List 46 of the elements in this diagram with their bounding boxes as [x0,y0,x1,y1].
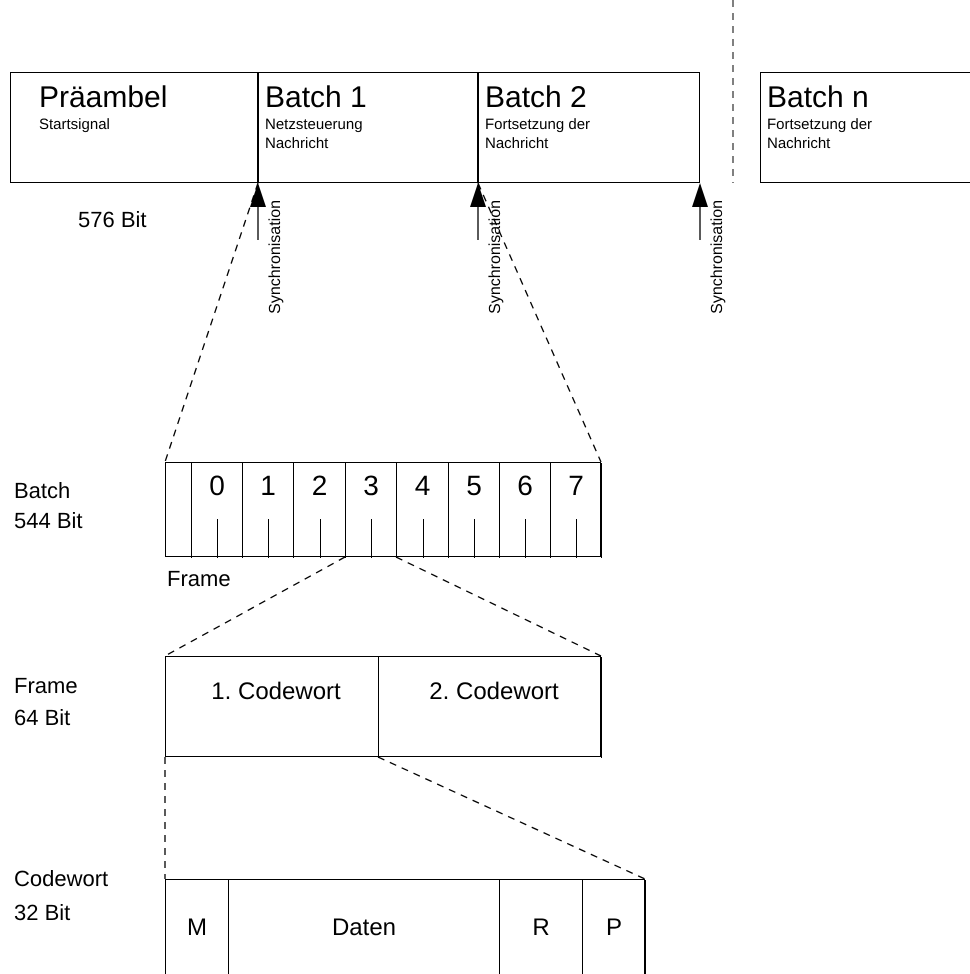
dashed-line [378,756,646,880]
segment-title: Batch 2 [485,81,588,115]
codeword-label: 1. Codewort [210,677,342,707]
text-label: Codewort 32 Bit [14,865,110,927]
field-label: Daten [330,913,398,943]
frame-number: 0 [208,469,226,503]
frame-number: 5 [465,469,483,503]
field-label: R [531,913,551,943]
segment-title: Präambel [39,81,168,115]
frame-number: 3 [362,469,380,503]
edge-label: Synchronisation [486,200,505,314]
segment-box [478,72,700,183]
arrow [470,183,486,240]
dashed-line [396,556,602,657]
frame-number: 7 [567,469,585,503]
text-label: 576 Bit [78,206,146,234]
frame-number: 1 [259,469,277,503]
field-label: M [186,913,208,943]
segment-description: Fortsetzung der Nachricht [767,115,874,153]
segment-title: Batch n [767,81,870,115]
bit-field-box [165,462,601,557]
segment-title: Batch 1 [265,81,368,115]
field-label: P [604,913,623,943]
dashed-line [164,556,346,657]
edge-label: Synchronisation [266,200,285,314]
bit-field-box [165,656,601,757]
segment-description: Startsignal [39,115,111,134]
edge-label: Synchronisation [708,200,727,314]
dashed-line [477,182,602,462]
arrow [250,183,266,240]
segment-box [760,72,970,183]
segment-box [258,72,478,183]
segment-description: Netzsteuerung Nachricht [265,115,364,153]
segment-description: Fortsetzung der Nachricht [485,115,592,153]
text-label: Frame [167,565,231,593]
segment-box [10,72,258,183]
bit-field-box [165,879,645,974]
dashed-line [164,182,259,462]
frame-number: 2 [310,469,328,503]
dashed-line [164,757,166,879]
text-label: Batch 544 Bit [14,477,84,535]
frame-number: 6 [516,469,534,503]
frame-number: 4 [414,469,432,503]
codeword-label: 2. Codewort [428,677,560,707]
arrow [692,183,708,240]
text-label: Frame 64 Bit [14,672,79,732]
